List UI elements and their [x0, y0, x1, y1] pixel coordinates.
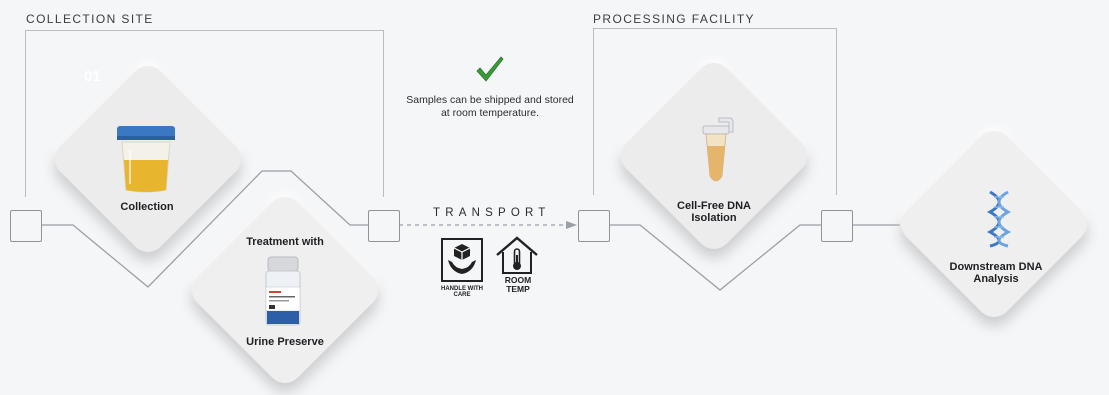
handle-with-care-icon	[441, 238, 483, 282]
analysis-label: Downstream DNA Analysis	[949, 261, 1043, 285]
node-box-ship	[368, 210, 400, 242]
isolation-label: Cell-Free DNA Isolation	[677, 200, 751, 224]
node-box-receive	[578, 210, 610, 242]
transport-arrowhead	[566, 221, 577, 229]
transport-label: TRANSPORT	[433, 207, 551, 219]
treatment-label-bottom: Urine Preserve	[246, 336, 324, 348]
node-box-start	[10, 210, 42, 242]
step-number: 01	[84, 68, 101, 85]
connector-processing-path	[608, 224, 822, 291]
collection-site-frame	[25, 30, 384, 197]
room-temp-icon	[496, 236, 538, 274]
node-box-analysis	[821, 210, 853, 242]
shipping-note: Samples can be shipped and stored at roo…	[406, 94, 574, 119]
urine-preserve-vial-icon	[265, 256, 301, 326]
dna-helix-icon	[986, 190, 1012, 248]
processing-facility-frame	[593, 28, 837, 195]
handle-with-care-caption: HANDLE WITH CARE	[441, 286, 483, 298]
cfdna-tube-icon	[702, 117, 734, 182]
urine-cup-icon	[117, 126, 175, 193]
collection-site-label: COLLECTION SITE	[26, 12, 154, 26]
room-temp-caption: ROOM TEMP	[504, 275, 532, 294]
collection-label: Collection	[120, 201, 174, 213]
processing-facility-label: PROCESSING FACILITY	[593, 12, 755, 26]
checkmark-icon	[476, 56, 504, 82]
treatment-label-top: Treatment with	[246, 236, 324, 248]
connector-collection-path	[41, 170, 368, 288]
